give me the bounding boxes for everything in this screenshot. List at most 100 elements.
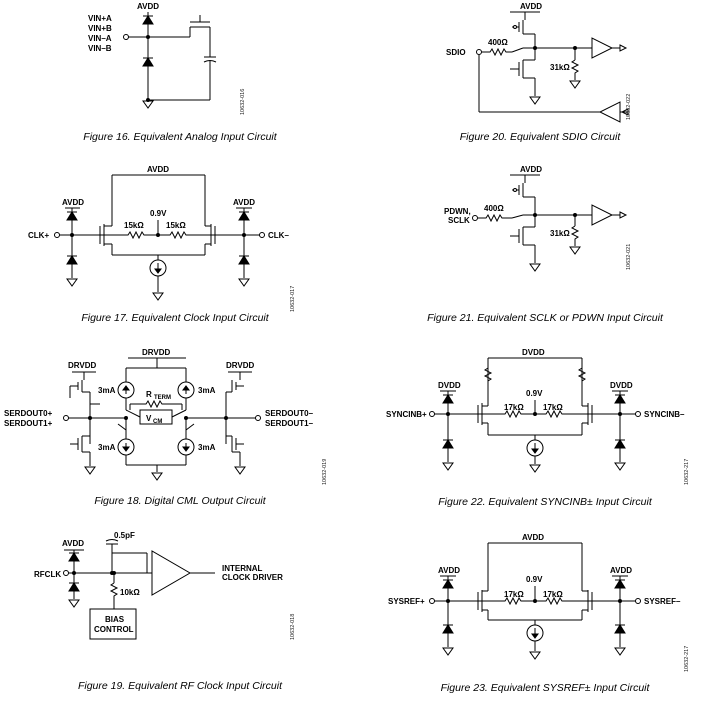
- fig20-schematic: AVDD 400Ω SDIO 31kΩ: [446, 2, 629, 123]
- fig18-current-tr: 3mA: [198, 386, 216, 395]
- fig19-cap-label: 0.5pF: [114, 531, 135, 540]
- fig18-ref: 10632-019: [322, 458, 328, 485]
- fig20-caption: Figure 20. Equivalent SDIO Circuit: [459, 131, 621, 143]
- gate-bubble: [513, 25, 517, 29]
- fig21-caption: Figure 21. Equivalent SCLK or PDWN Input…: [427, 312, 663, 324]
- fig22-supply-top: DVDD: [522, 348, 545, 357]
- ground-symbol: [529, 96, 541, 105]
- fig18-current-bl: 3mA: [98, 443, 116, 452]
- input-arrow: [620, 108, 629, 116]
- output-arrow: [619, 44, 628, 52]
- buffer-symbol: [591, 37, 614, 59]
- fig20-r1-label: 400Ω: [488, 38, 508, 47]
- fig21-schematic: AVDD 400Ω PDWN, SCLK 31kΩ: [444, 165, 628, 272]
- ground-symbol: [569, 80, 581, 89]
- fig18-out-right-1: SERDOUT0–: [265, 409, 314, 418]
- fig18-rterm-sub: TERM: [154, 395, 171, 401]
- fig18-caption: Figure 18. Digital CML Output Circuit: [94, 495, 266, 507]
- fig19-ref: 10632-018: [290, 613, 296, 640]
- fig16-ref: 10632-016: [240, 88, 246, 115]
- fig19-schematic: 0.5pF AVDD RFCLK 10kΩ BIAS CONTROL INTER…: [34, 531, 283, 640]
- fig22-caption: Figure 22. Equivalent SYNCINB± Input Cir…: [438, 496, 652, 508]
- fig17-input-neg: CLK–: [268, 231, 289, 240]
- fig23-supply-top: AVDD: [522, 533, 544, 542]
- fig17-vcm-label: 0.9V: [150, 209, 167, 218]
- fig22-supply-left: DVDD: [438, 381, 461, 390]
- resistor-symbol: [482, 47, 512, 57]
- fig23-caption: Figure 23. Equivalent SYSREF± Input Circ…: [440, 682, 650, 694]
- fig23-schematic: AVDD AVDD SYSREF+ 17kΩ 0.9V 17kΩ AVDD SY…: [388, 533, 681, 660]
- fig17-supply-top: AVDD: [147, 165, 169, 174]
- fig23-r1-label: 17kΩ: [504, 590, 524, 599]
- bias-control-box: [89, 608, 137, 640]
- fig22-input-neg: SYNCINB–: [644, 410, 685, 419]
- fig22-input-pos: SYNCINB+: [386, 410, 427, 419]
- fig23-vcm-label: 0.9V: [526, 575, 543, 584]
- fig21-pin-label-2: SCLK: [448, 216, 470, 225]
- fig19-input-label: RFCLK: [34, 570, 61, 579]
- fig19-supply-label: AVDD: [62, 539, 84, 548]
- fig22-ref: 10632-217: [684, 458, 690, 485]
- fig19-out-label-1: INTERNAL: [222, 564, 263, 573]
- pin-circle: [476, 49, 482, 55]
- fig19-caption: Figure 19. Equivalent RF Clock Input Cir…: [77, 680, 283, 692]
- fig18-supply-top: DRVDD: [142, 348, 171, 357]
- fig16-input-vin-a-plus: VIN+A: [88, 14, 112, 23]
- diode-symbol: [142, 57, 154, 67]
- fig21-r1-label: 400Ω: [484, 204, 504, 213]
- fig22-schematic: DVDD DVDD SYNCINB+ 17kΩ 0.9V 17kΩ DVDD S…: [386, 348, 685, 473]
- fig20-r2-label: 31kΩ: [550, 63, 570, 72]
- fig18-supply-left: DRVDD: [68, 361, 97, 370]
- fig20-supply-label: AVDD: [520, 2, 542, 11]
- fig18-out-left-1: SERDOUT0+: [4, 409, 53, 418]
- fig23-r2-label: 17kΩ: [543, 590, 563, 599]
- driver-symbol: [598, 101, 621, 123]
- fig16-input-vin-b-minus: VIN–B: [88, 44, 112, 53]
- ground-symbol: [142, 100, 154, 109]
- fig16-supply-label: AVDD: [137, 2, 159, 11]
- fig16-caption: Figure 16. Equivalent Analog Input Circu…: [83, 131, 277, 143]
- fig23-input-pos: SYSREF+: [388, 597, 425, 606]
- fig21-pin-label-1: PDWN,: [444, 207, 471, 216]
- fig22-r2-label: 17kΩ: [543, 403, 563, 412]
- fig18-rterm-label: R: [146, 390, 152, 399]
- fig17-supply-left: AVDD: [62, 198, 84, 207]
- fig18-schematic: DRVDD 3mA 3mA R TERM V CM 3mA 3mA DRVDD: [4, 348, 314, 481]
- fig18-out-left-2: SERDOUT1+: [4, 419, 53, 428]
- fig17-r2-label: 15kΩ: [166, 221, 186, 230]
- fig18-supply-right: DRVDD: [226, 361, 255, 370]
- buffer-symbol: [151, 550, 191, 596]
- fig17-ref: 10632-017: [290, 285, 296, 312]
- fig18-vcm-label: V: [146, 414, 152, 423]
- fig22-r1-label: 17kΩ: [504, 403, 524, 412]
- fig16-schematic: AVDD VIN+A VIN+B VIN–A VIN–B: [88, 2, 217, 109]
- fig18-current-br: 3mA: [198, 443, 216, 452]
- fig21-supply-label: AVDD: [520, 165, 542, 174]
- fig22-supply-right: DVDD: [610, 381, 633, 390]
- pin-circle: [123, 34, 129, 40]
- fig18-out-right-2: SERDOUT1–: [265, 419, 314, 428]
- fig17-r1-label: 15kΩ: [124, 221, 144, 230]
- fig23-supply-right: AVDD: [610, 566, 632, 575]
- fig17-schematic: AVDD AVDD CLK+ 15kΩ 0.9V 15kΩ AVDD: [28, 165, 289, 301]
- fig23-ref: 10632-217: [684, 645, 690, 672]
- fig20-pin-label: SDIO: [446, 48, 466, 57]
- fig16-input-vin-a-minus: VIN–A: [88, 34, 112, 43]
- diode-symbol: [142, 15, 154, 25]
- fig23-supply-left: AVDD: [438, 566, 460, 575]
- fig19-res-label: 10kΩ: [120, 588, 140, 597]
- resistor-symbol: [570, 59, 580, 80]
- fig18-vcm-sub: CM: [153, 419, 162, 425]
- fig19-bias-label-2: CONTROL: [94, 625, 134, 634]
- fig17-supply-right: AVDD: [233, 198, 255, 207]
- fig23-input-neg: SYSREF–: [644, 597, 681, 606]
- fig21-r2-label: 31kΩ: [550, 229, 570, 238]
- fig17-input-pos: CLK+: [28, 231, 49, 240]
- fig16-input-vin-b-plus: VIN+B: [88, 24, 112, 33]
- fig19-bias-label-1: BIAS: [105, 615, 125, 624]
- fig22-vcm-label: 0.9V: [526, 389, 543, 398]
- fig17-caption: Figure 17. Equivalent Clock Input Circui…: [81, 312, 269, 324]
- fig19-out-label-2: CLOCK DRIVER: [222, 573, 283, 582]
- fig20-ref: 10632-022: [626, 93, 632, 120]
- fig21-ref: 10632-021: [626, 243, 632, 270]
